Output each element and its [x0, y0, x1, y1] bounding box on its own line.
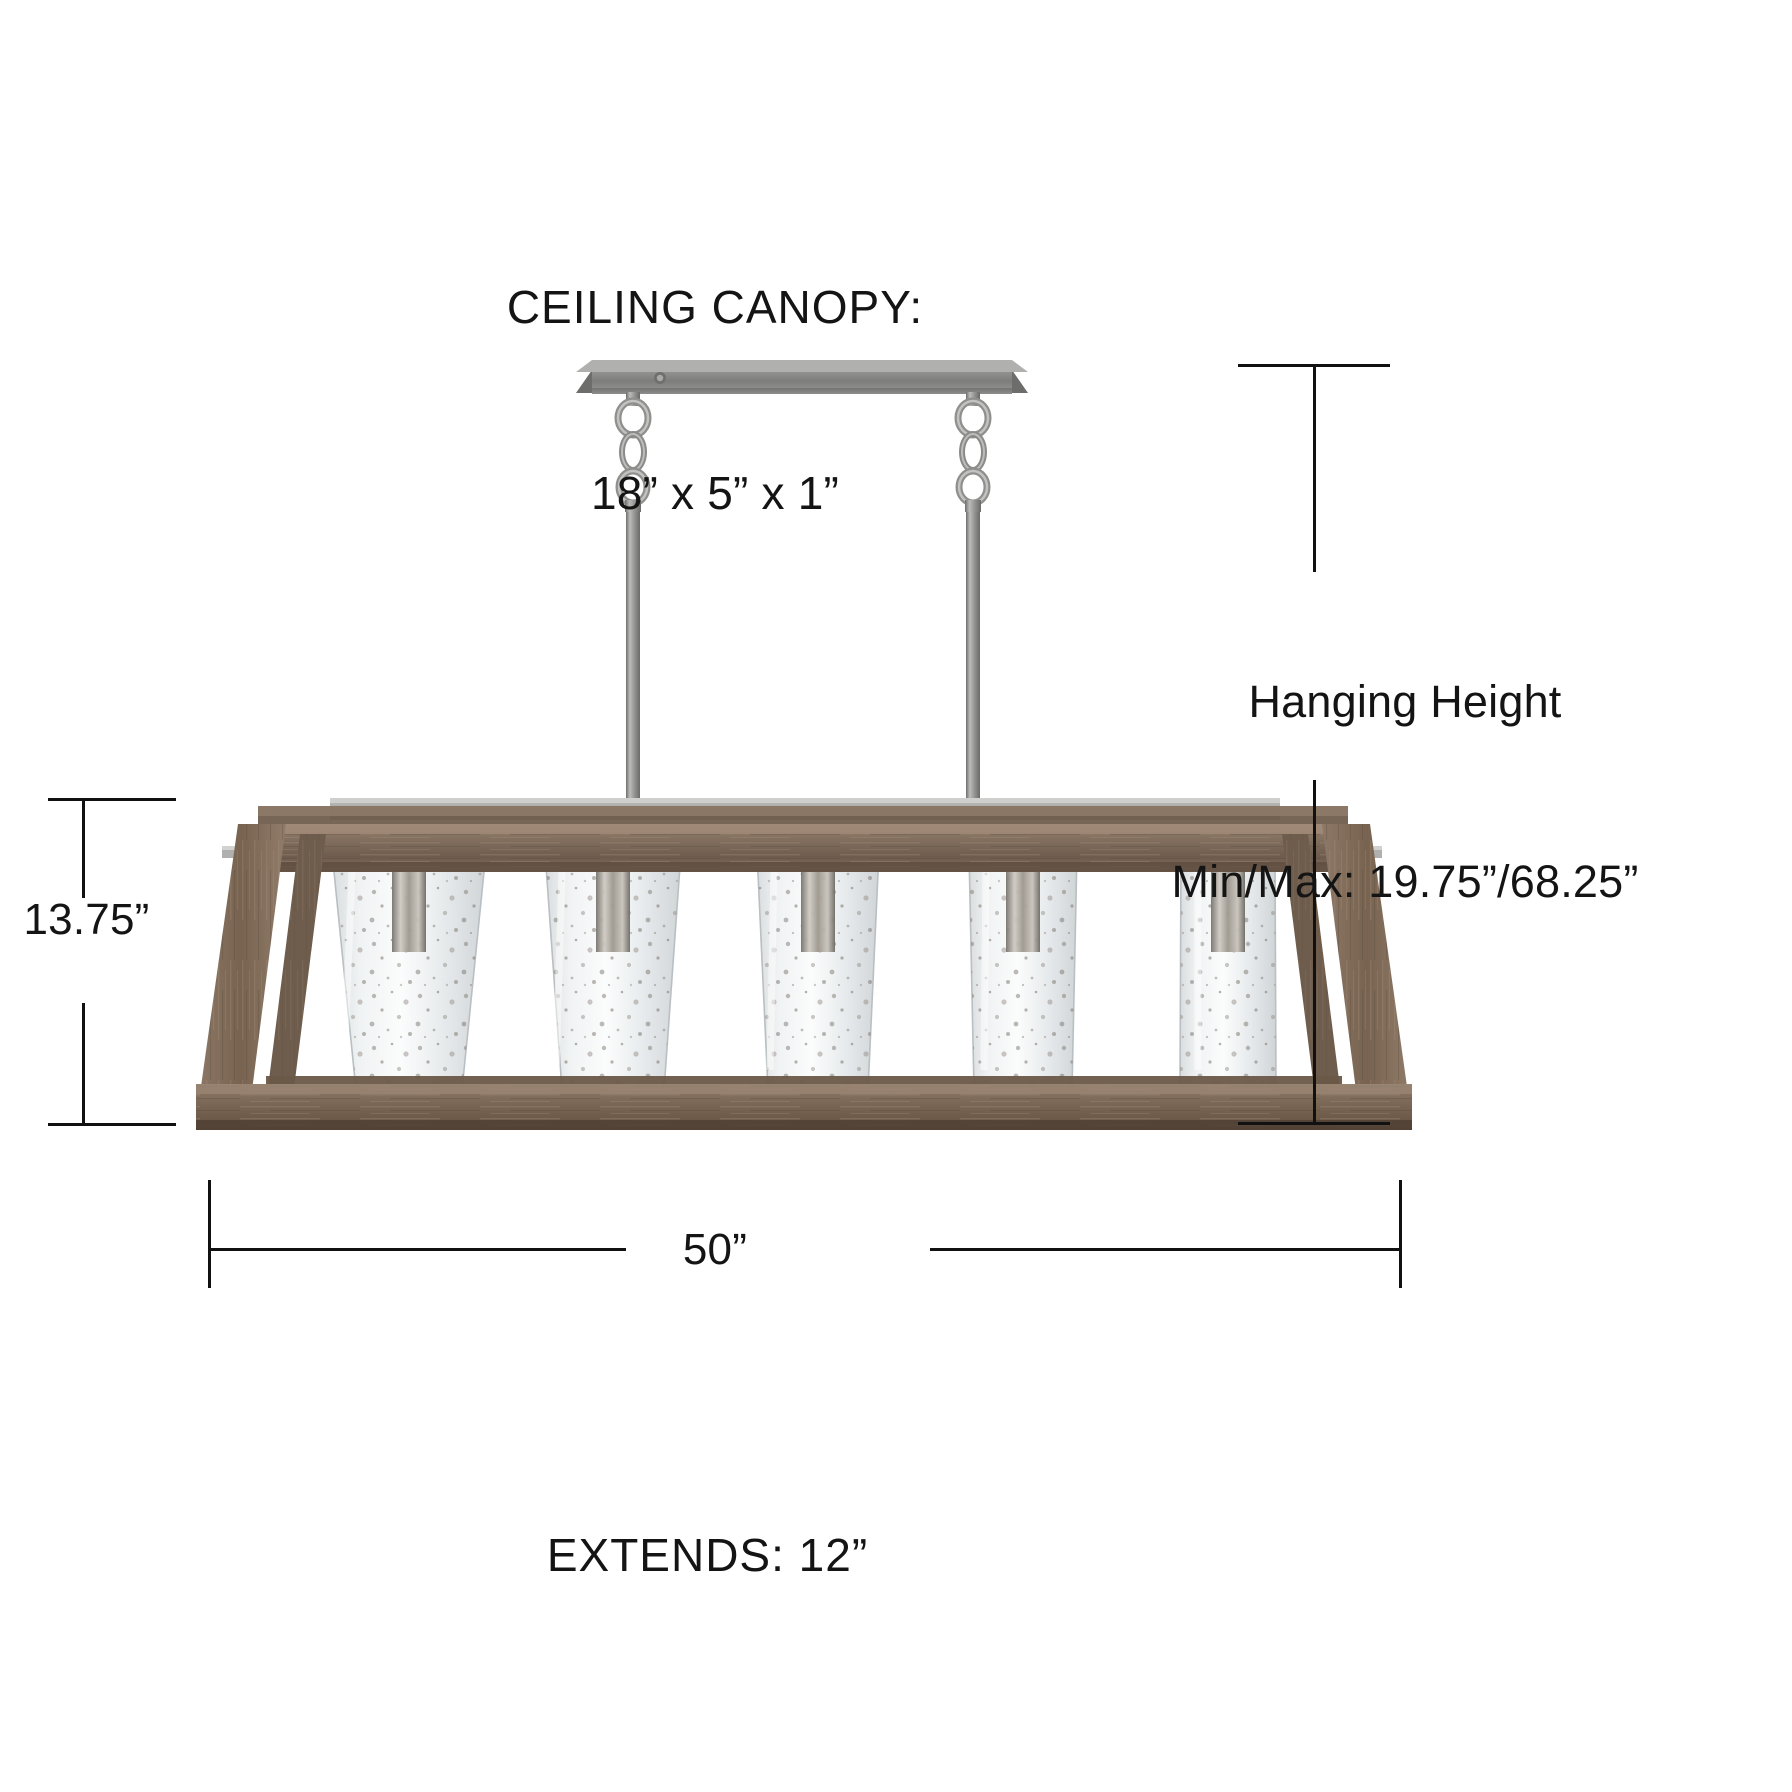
hanging-height-line-lower	[1313, 780, 1316, 1125]
hanging-height-label: Hanging Height Min/Max: 19.75”/68.25”	[1010, 552, 1792, 1032]
extends-label: EXTENDS: 12”	[546, 1529, 869, 1581]
fixture-width-value: 50”	[682, 1225, 748, 1274]
shade-1	[331, 848, 487, 1091]
ceiling-canopy-label: CEILING CANOPY: 18” x 5” x 1”	[0, 152, 1430, 648]
fixture-width-line-left	[208, 1248, 626, 1251]
shade-3	[756, 848, 880, 1091]
shade-2	[544, 848, 682, 1091]
hanging-height-title: Hanging Height	[1248, 676, 1562, 727]
fixture-height-bottom-cap	[48, 1123, 176, 1126]
hanging-height-line-upper	[1313, 364, 1316, 572]
fixture-width-left-cap	[208, 1180, 211, 1288]
ceiling-canopy-value: 18” x 5” x 1”	[590, 467, 839, 519]
fixture-width-right-cap	[1399, 1180, 1402, 1288]
ceiling-canopy-title: CEILING CANOPY:	[506, 281, 924, 333]
fixture-width-line-right	[930, 1248, 1402, 1251]
hanging-height-bottom-cap	[1238, 1122, 1390, 1125]
hanging-height-value: Min/Max: 19.75”/68.25”	[1171, 856, 1639, 907]
fixture-height-line-upper	[82, 798, 85, 898]
fixture-height-line-lower	[82, 1003, 85, 1126]
fixture-height-value: 13.75”	[23, 895, 150, 944]
fixture-height-top-cap	[48, 798, 176, 801]
